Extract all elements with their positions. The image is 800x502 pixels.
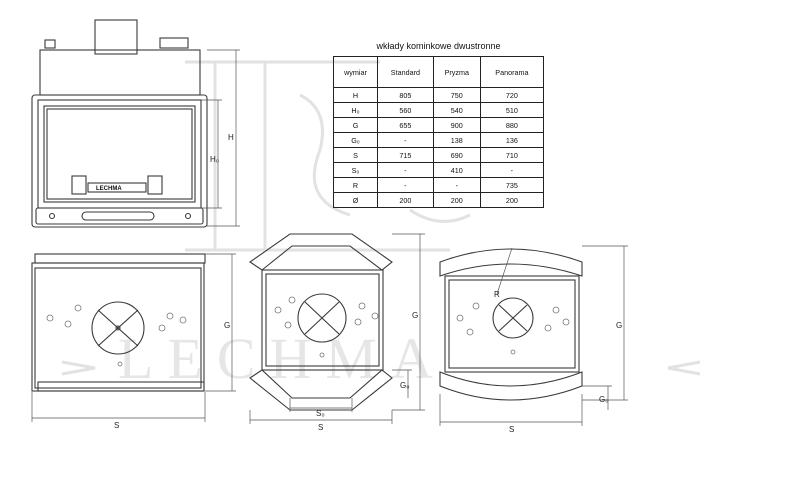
cell-standard: 805 — [376, 87, 434, 103]
cell-panorama: 200 — [479, 192, 545, 208]
header-panorama: Panorama — [479, 56, 545, 88]
cell-standard: 655 — [376, 117, 434, 133]
cell-standard: - — [376, 177, 434, 193]
dim-label-s-standard: S — [114, 421, 119, 430]
dim-label-g0-pryzma: G₀ — [400, 381, 410, 390]
table-row: S₀-410- — [333, 162, 545, 178]
cell-pryzma: 540 — [432, 102, 481, 118]
cell-dim: S — [333, 147, 378, 163]
side-view-standard: S G — [31, 253, 236, 430]
cell-dim: H₀ — [333, 102, 378, 118]
dim-label-s-panorama: S — [509, 425, 514, 434]
cell-dim: S₀ — [333, 162, 378, 178]
cell-dim: Ø — [333, 192, 378, 208]
cell-dim: R — [333, 177, 378, 193]
cell-pryzma: 900 — [432, 117, 481, 133]
table-header-row: wymiar Standard Pryzma Panorama — [333, 56, 545, 88]
cell-pryzma: 200 — [432, 192, 481, 208]
side-view-panorama: R S G G₀ — [439, 245, 628, 434]
cell-pryzma: - — [432, 177, 481, 193]
cell-standard: - — [376, 132, 434, 148]
dim-label-s0-pryzma: S₀ — [316, 409, 325, 418]
cell-pryzma: 410 — [432, 162, 481, 178]
cell-panorama: 735 — [479, 177, 545, 193]
cell-panorama: 710 — [479, 147, 545, 163]
table-title: wkłady kominkowe dwustronne — [376, 41, 501, 51]
dim-label-g0-panorama: G₀ — [599, 395, 609, 404]
cell-dim: G — [333, 117, 378, 133]
front-view: LECHMA H H₀ — [31, 19, 240, 228]
cell-panorama: 720 — [479, 87, 545, 103]
cell-standard: 715 — [376, 147, 434, 163]
dim-label-g-pryzma: G — [412, 311, 418, 320]
watermark: LECHMA — [61, 60, 701, 391]
dim-label-s-pryzma: S — [318, 423, 323, 432]
dim-label-r-panorama: R — [494, 290, 500, 299]
cell-panorama: 510 — [479, 102, 545, 118]
cell-dim: H — [333, 87, 378, 103]
cell-panorama: - — [479, 162, 545, 178]
dim-label-g-panorama: G — [616, 321, 622, 330]
table-row: R--735 — [333, 177, 545, 193]
cell-pryzma: 138 — [432, 132, 481, 148]
cell-pryzma: 690 — [432, 147, 481, 163]
cell-panorama: 136 — [479, 132, 545, 148]
dim-label-h0: H₀ — [210, 155, 219, 164]
header-wymiar: wymiar — [333, 56, 378, 88]
cell-panorama: 880 — [479, 117, 545, 133]
header-pryzma: Pryzma — [432, 56, 481, 88]
cell-standard: - — [376, 162, 434, 178]
dim-label-g-standard: G — [224, 321, 230, 330]
side-view-pryzma: S S₀ G G₀ — [249, 233, 425, 432]
cell-standard: 200 — [376, 192, 434, 208]
cell-dim: G₀ — [333, 132, 378, 148]
watermark-text: LECHMA — [118, 326, 447, 391]
dim-label-h: H — [228, 133, 234, 142]
cell-pryzma: 750 — [432, 87, 481, 103]
cell-standard: 560 — [376, 102, 434, 118]
header-standard: Standard — [376, 56, 434, 88]
brand-plate: LECHMA — [96, 186, 122, 192]
